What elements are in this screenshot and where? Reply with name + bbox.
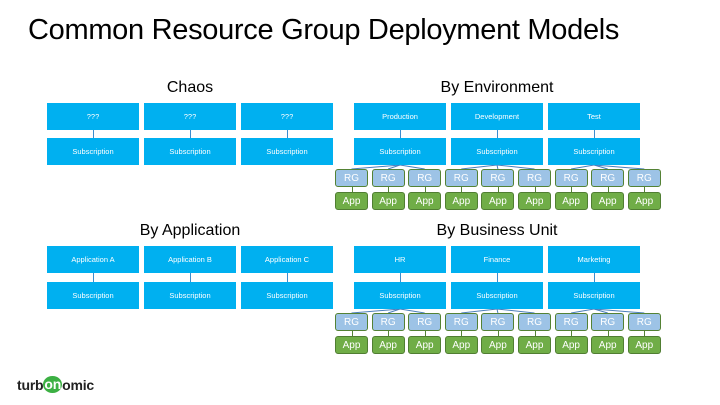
logo-text-post: omic xyxy=(62,376,95,393)
app-box: App xyxy=(481,336,515,354)
slide-title: Common Resource Group Deployment Models xyxy=(28,14,620,46)
rg-app-connector xyxy=(607,331,609,336)
resource-group-box: RG xyxy=(554,169,588,187)
section-title-by-application: By Application xyxy=(139,222,241,239)
rg-app-connector xyxy=(571,187,573,192)
subscription-box: Subscription xyxy=(241,282,333,309)
resource-group-box: RG xyxy=(444,313,478,331)
resource-group-box: RG xyxy=(335,313,368,331)
connector xyxy=(287,273,288,282)
app-box: App xyxy=(444,336,478,354)
rg-app-connector xyxy=(424,331,426,336)
rg-app-connector xyxy=(351,331,353,336)
resource-group-box: RG xyxy=(627,313,661,331)
top-box: ??? xyxy=(241,103,333,130)
connector xyxy=(594,273,595,282)
rg-app-connector xyxy=(497,331,499,336)
top-box: Application C xyxy=(241,246,333,273)
rg-app-connector xyxy=(644,331,646,336)
top-box: Production xyxy=(354,103,446,130)
connector xyxy=(400,130,401,138)
connector xyxy=(190,130,191,138)
rg-app-connector xyxy=(571,331,573,336)
app-box: App xyxy=(408,336,442,354)
app-box: App xyxy=(335,336,368,354)
rg-app-connector xyxy=(388,331,390,336)
app-box: App xyxy=(554,192,588,210)
top-box: ??? xyxy=(144,103,236,130)
app-box: App xyxy=(408,192,442,210)
app-box: App xyxy=(627,192,661,210)
subscription-box: Subscription xyxy=(47,282,139,309)
connector xyxy=(93,273,94,282)
app-box: App xyxy=(518,192,551,210)
app-box: App xyxy=(371,192,405,210)
rg-app-connector xyxy=(461,187,463,192)
rg-app-connector xyxy=(388,187,390,192)
top-box: Development xyxy=(451,103,543,130)
resource-group-box: RG xyxy=(481,169,515,187)
app-box: App xyxy=(627,336,661,354)
resource-group-box: RG xyxy=(335,169,368,187)
top-box: Application B xyxy=(144,246,236,273)
resource-group-box: RG xyxy=(408,313,442,331)
rg-app-connector xyxy=(534,331,536,336)
subscription-box: Subscription xyxy=(354,282,446,309)
top-box: Test xyxy=(548,103,640,130)
connector xyxy=(497,130,498,138)
logo-text-highlight: on xyxy=(43,376,63,393)
subscription-box: Subscription xyxy=(548,282,640,309)
resource-group-box: RG xyxy=(371,313,405,331)
top-box: Finance xyxy=(451,246,543,273)
connector xyxy=(497,273,498,282)
resource-group-box: RG xyxy=(554,313,588,331)
section-title-by-business-unit: By Business Unit xyxy=(436,222,558,239)
app-box: App xyxy=(481,192,515,210)
subscription-box: Subscription xyxy=(451,282,543,309)
connector xyxy=(400,273,401,282)
app-box: App xyxy=(444,192,478,210)
resource-group-box: RG xyxy=(481,313,515,331)
rg-app-connector xyxy=(534,187,536,192)
resource-group-box: RG xyxy=(444,169,478,187)
app-box: App xyxy=(591,192,625,210)
resource-group-box: RG xyxy=(591,313,625,331)
subscription-box: Subscription xyxy=(354,138,446,165)
top-box: ??? xyxy=(47,103,139,130)
rg-app-connector xyxy=(424,187,426,192)
resource-group-box: RG xyxy=(627,169,661,187)
rg-app-connector xyxy=(461,331,463,336)
app-box: App xyxy=(371,336,405,354)
logo-text-pre: turb xyxy=(17,376,44,393)
connector xyxy=(594,130,595,138)
resource-group-box: RG xyxy=(591,169,625,187)
connector xyxy=(287,130,288,138)
app-box: App xyxy=(518,336,551,354)
subscription-box: Subscription xyxy=(548,138,640,165)
rg-app-connector xyxy=(351,187,353,192)
subscription-box: Subscription xyxy=(47,138,139,165)
app-box: App xyxy=(554,336,588,354)
app-box: App xyxy=(335,192,368,210)
subscription-box: Subscription xyxy=(451,138,543,165)
connector xyxy=(93,130,94,138)
subscription-box: Subscription xyxy=(144,138,236,165)
top-box: HR xyxy=(354,246,446,273)
rg-app-connector xyxy=(497,187,499,192)
rg-app-connector xyxy=(607,187,609,192)
section-title-chaos: Chaos xyxy=(166,79,214,96)
resource-group-box: RG xyxy=(518,313,551,331)
rg-app-connector xyxy=(644,187,646,192)
app-box: App xyxy=(591,336,625,354)
subscription-box: Subscription xyxy=(241,138,333,165)
top-box: Marketing xyxy=(548,246,640,273)
top-box: Application A xyxy=(47,246,139,273)
resource-group-box: RG xyxy=(518,169,551,187)
connector xyxy=(190,273,191,282)
subscription-box: Subscription xyxy=(144,282,236,309)
resource-group-box: RG xyxy=(371,169,405,187)
section-title-by-environment: By Environment xyxy=(440,79,554,96)
resource-group-box: RG xyxy=(408,169,442,187)
